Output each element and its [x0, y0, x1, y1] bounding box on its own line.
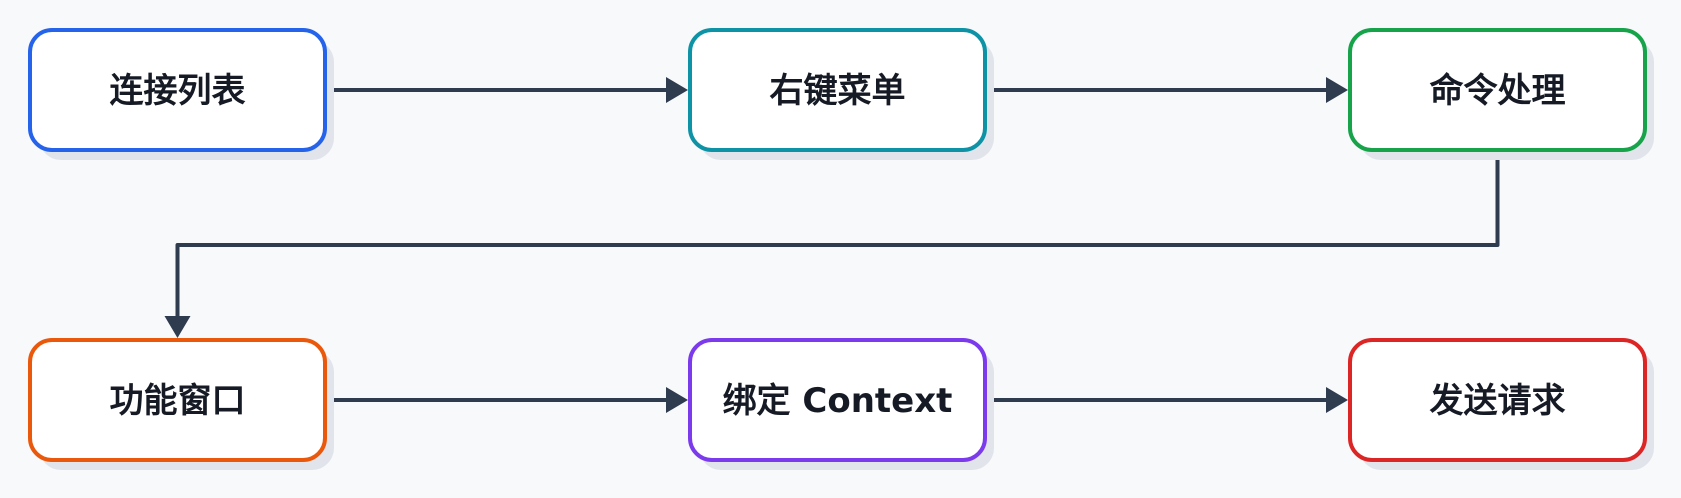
node-box [1348, 338, 1647, 462]
node-n4: 功能窗口 [28, 338, 334, 470]
node-n1: 连接列表 [28, 28, 334, 160]
node-label: 发送请求 [1430, 381, 1566, 421]
node-label: 命令处理 [1430, 71, 1566, 111]
edge-n5-n6 [987, 387, 1348, 413]
node-n5: 绑定 Context [688, 338, 994, 470]
node-label: 右键菜单 [770, 71, 906, 111]
node-label: 绑定 Context [723, 381, 953, 421]
edge-n2-n3 [987, 77, 1348, 103]
edge-n1-n2 [327, 77, 688, 103]
node-box [688, 338, 987, 462]
node-label: 功能窗口 [110, 381, 246, 421]
arrow-head [1326, 387, 1348, 413]
node-box [28, 338, 327, 462]
node-n3: 命令处理 [1348, 28, 1654, 160]
node-n6: 发送请求 [1348, 338, 1654, 470]
edge-n3-n4 [164, 152, 1500, 338]
node-box [688, 28, 987, 152]
arrow-head [164, 316, 191, 338]
node-label: 连接列表 [110, 71, 246, 111]
node-n2: 右键菜单 [688, 28, 994, 160]
arrow-head [1326, 77, 1348, 103]
node-box [1348, 28, 1647, 152]
arrow-head [666, 387, 688, 413]
edge-n4-n5 [327, 387, 688, 413]
edge-line [175, 152, 1500, 316]
arrow-head [666, 77, 688, 103]
edges-layer [164, 77, 1500, 413]
node-box [28, 28, 327, 152]
